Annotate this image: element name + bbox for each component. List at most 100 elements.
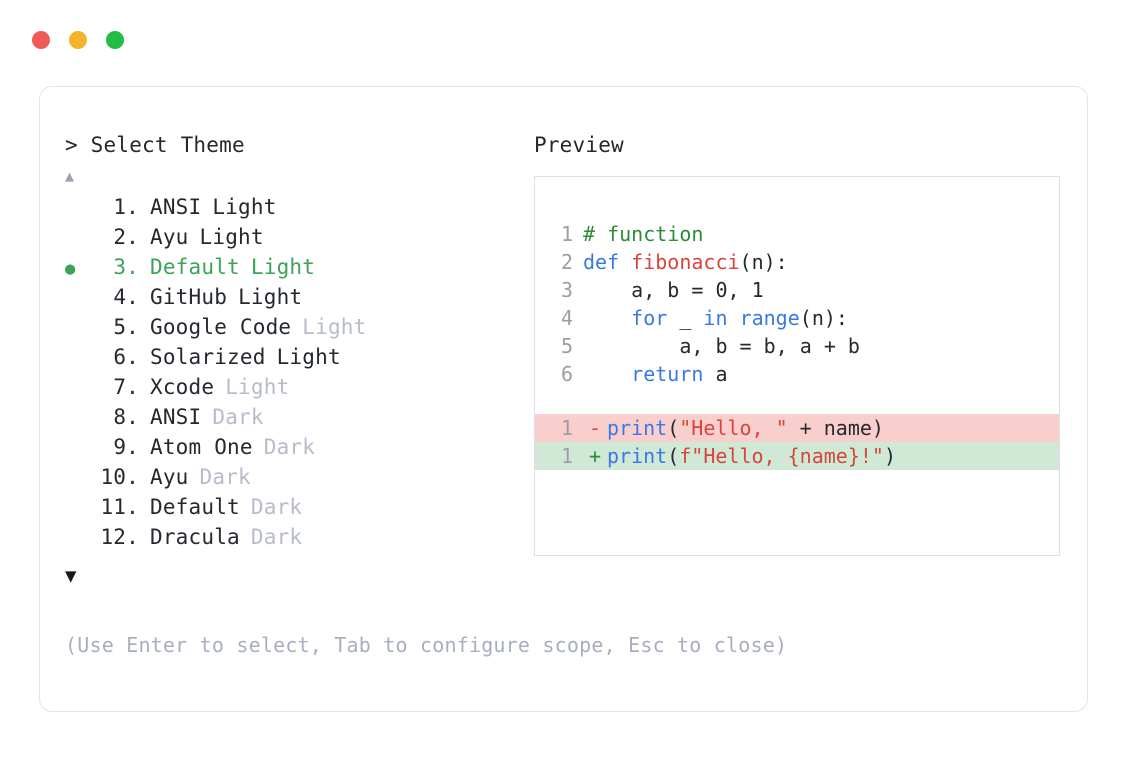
- theme-option-variant: Light: [302, 315, 367, 339]
- theme-option-name: Xcode: [150, 375, 215, 399]
- code-token-plain: a: [703, 362, 728, 386]
- code-token-plain: + name): [787, 416, 884, 440]
- close-button-icon[interactable]: [32, 31, 50, 49]
- code-token-keyword: return: [631, 362, 704, 386]
- code-line-text: a, b = 0, 1: [583, 276, 764, 304]
- theme-option-index: 11.: [100, 495, 139, 519]
- keyboard-hint: (Use Enter to select, Tab to configure s…: [65, 633, 788, 657]
- code-token-func: fibonacci: [631, 250, 740, 274]
- diff-sign: +: [588, 444, 602, 468]
- theme-option-name: Atom One: [150, 435, 253, 459]
- theme-option-index: 10.: [100, 465, 139, 489]
- code-token-plain: [728, 306, 740, 330]
- theme-option-dracula-dark[interactable]: 12. Dracula Dark: [65, 522, 525, 552]
- preview-label: Preview: [534, 133, 624, 157]
- theme-option-variant: Dark: [263, 435, 316, 459]
- code-token-plain: ): [883, 444, 897, 468]
- theme-option-name: Dracula: [150, 525, 240, 549]
- code-token-keyword: in: [703, 306, 728, 330]
- theme-option-variant: Dark: [250, 525, 303, 549]
- theme-option-variant: Light: [250, 255, 316, 279]
- theme-option-ayu-dark[interactable]: 10. Ayu Dark: [65, 462, 525, 492]
- diff-block: 1-print("Hello, " + name)1+print(f"Hello…: [535, 414, 1059, 470]
- code-token-plain: ,: [727, 278, 752, 302]
- line-number: 1: [560, 444, 573, 468]
- maximize-button-icon[interactable]: [106, 31, 124, 49]
- code-line: 4 for _ in range(n):: [535, 304, 1059, 332]
- theme-option-variant: Light: [276, 345, 341, 369]
- line-number: 6: [560, 362, 573, 386]
- theme-option-name: Ayu: [150, 465, 189, 489]
- code-token-comment: # function: [583, 222, 704, 246]
- line-number: 1: [560, 222, 573, 246]
- code-line: 5 a, b = b, a + b: [535, 332, 1059, 360]
- code-token-plain: [583, 362, 631, 386]
- diff-line-added: 1 +print(f"Hello, {name}!"): [535, 442, 1059, 470]
- code-token-keyword: for: [631, 306, 668, 330]
- theme-option-variant: Dark: [250, 495, 303, 519]
- selected-bullet-icon: ●: [65, 259, 76, 279]
- code-token-plain: (n):: [739, 250, 788, 274]
- theme-option-github-light[interactable]: 4. GitHub Light: [65, 282, 525, 312]
- theme-option-index: 12.: [100, 525, 139, 549]
- code-token-plain: _: [667, 306, 704, 330]
- theme-option-index: 6.: [113, 345, 139, 369]
- line-number: 3: [560, 278, 573, 302]
- code-token-builtin: range: [739, 306, 800, 330]
- theme-option-index: 1.: [113, 195, 139, 219]
- code-line-text: def fibonacci(n):: [583, 248, 788, 276]
- code-token-string: "Hello, ": [679, 416, 788, 440]
- code-token-plain: (: [667, 416, 680, 440]
- minimize-button-icon[interactable]: [69, 31, 87, 49]
- theme-option-index: 5.: [113, 315, 139, 339]
- theme-option-variant: Dark: [199, 465, 251, 489]
- code-line-text: a, b = b, a + b: [583, 332, 860, 360]
- code-token-builtin: print: [607, 444, 668, 468]
- theme-option-index: 8.: [113, 405, 139, 429]
- code-token-plain: [583, 306, 631, 330]
- scroll-up-icon[interactable]: ▲: [65, 167, 75, 185]
- theme-option-name: ANSI: [150, 195, 202, 219]
- theme-option-name: Ayu: [150, 225, 189, 249]
- line-number: 5: [560, 334, 573, 358]
- theme-option-variant: Light: [212, 195, 277, 219]
- code-token-keyword: def: [583, 250, 632, 274]
- theme-option-variant: Light: [199, 225, 264, 249]
- code-token-number: 0: [715, 278, 728, 302]
- code-token-string: f"Hello, {name}!": [679, 444, 884, 468]
- diff-line-text: print("Hello, " + name): [607, 414, 884, 442]
- code-token-plain: (: [667, 444, 680, 468]
- code-token-number: 1: [751, 278, 764, 302]
- theme-option-ansi-light[interactable]: 1. ANSI Light: [65, 192, 525, 222]
- theme-option-atom-one-dark[interactable]: 9. Atom One Dark: [65, 432, 525, 462]
- theme-option-index: 9.: [113, 435, 139, 459]
- code-token-plain: a, b = b, a + b: [583, 334, 860, 358]
- line-number: 2: [560, 250, 573, 274]
- code-token-builtin: print: [607, 416, 668, 440]
- theme-option-name: ANSI: [150, 405, 202, 429]
- theme-option-name: Default: [150, 255, 240, 279]
- code-line-text: return a: [583, 360, 728, 388]
- code-token-plain: a, b =: [583, 278, 716, 302]
- theme-option-index: 4.: [113, 285, 139, 309]
- theme-option-name: GitHub: [150, 285, 228, 309]
- scroll-down-icon[interactable]: ▼: [65, 565, 77, 587]
- line-number: 1: [560, 416, 573, 440]
- diff-sign: -: [588, 416, 602, 440]
- code-line: 3 a, b = 0, 1: [535, 276, 1059, 304]
- page-title: > Select Theme: [65, 133, 245, 157]
- window-controls: [32, 31, 124, 49]
- theme-option-variant: Light: [238, 285, 303, 309]
- code-line: 2 def fibonacci(n):: [535, 248, 1059, 276]
- code-line-text: for _ in range(n):: [583, 304, 848, 332]
